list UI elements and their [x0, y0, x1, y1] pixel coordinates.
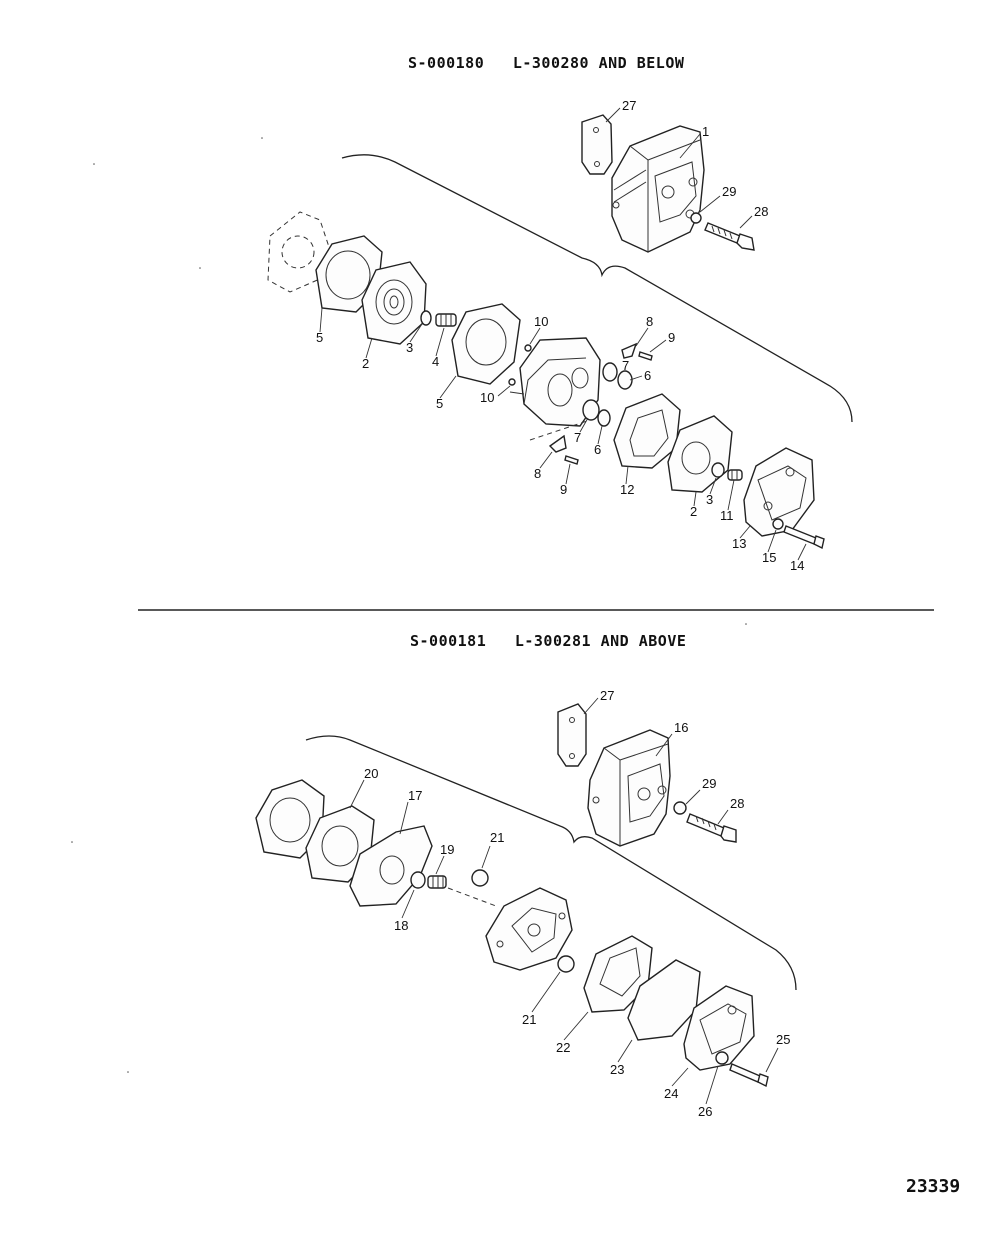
part-18-retainer [410, 871, 426, 889]
part-16-fuel-pump-assembly [587, 729, 671, 847]
part-3-retainer-right [711, 462, 725, 478]
part-9-screw-upper [638, 351, 653, 361]
part-14-screw [783, 525, 825, 550]
part-27-gasket-top [581, 114, 613, 175]
callout-5-center: 5 [436, 396, 443, 411]
bottom-bracket [305, 735, 797, 991]
callout-15: 15 [762, 550, 776, 565]
part-19-spring [427, 875, 447, 889]
part-6-valve-lower [597, 409, 611, 427]
callout-3-right: 3 [706, 492, 713, 507]
callout-8-upper: 8 [646, 314, 653, 329]
callout-28-bottom: 28 [730, 796, 744, 811]
part-29-washer-top [690, 212, 702, 224]
part-23-diaphragm [627, 959, 701, 1041]
top-bracket [341, 154, 853, 423]
callout-27-top: 27 [622, 98, 636, 113]
callout-18: 18 [394, 918, 408, 933]
part-15-washer [772, 518, 784, 530]
callout-27-bottom: 27 [600, 688, 614, 703]
callout-24: 24 [664, 1086, 678, 1101]
callout-8-lower: 8 [534, 466, 541, 481]
callout-29-top: 29 [722, 184, 736, 199]
callout-3-left: 3 [406, 340, 413, 355]
part-28-screw-top [704, 222, 755, 251]
part-4-spring [435, 313, 457, 327]
callout-7-upper: 7 [622, 358, 629, 373]
callouts-bottom: 27 16 29 28 20 17 19 21 18 21 22 23 24 2… [349, 688, 790, 1119]
callout-28-top: 28 [754, 204, 768, 219]
part-20-spacer [255, 779, 325, 859]
callout-5-left: 5 [316, 330, 323, 345]
part-6-valve-upper [617, 370, 633, 390]
part-24-cover [683, 985, 755, 1071]
callout-9-lower: 9 [560, 482, 567, 497]
callout-6-upper: 6 [644, 368, 651, 383]
callout-9-upper: 9 [668, 330, 675, 345]
part-13-cover [743, 447, 815, 537]
part-11-spring [727, 469, 743, 481]
callout-25: 25 [776, 1032, 790, 1047]
callout-29-bottom: 29 [702, 776, 716, 791]
pump-body-bottom [485, 887, 573, 971]
part-10-plug-lower [508, 378, 516, 386]
callout-2-left: 2 [362, 356, 369, 371]
callout-26: 26 [698, 1104, 712, 1119]
scan-specks [71, 137, 747, 1073]
callout-7-lower: 7 [574, 430, 581, 445]
part-2-diaphragm-left [361, 261, 427, 345]
part-7-valve-upper [602, 362, 618, 382]
part-28-screw-bottom [686, 813, 737, 843]
part-17-diaphragm [349, 825, 433, 907]
pump-body-center [509, 337, 601, 427]
callout-21-lower: 21 [522, 1012, 536, 1027]
figure-number: 23339 [906, 1176, 961, 1197]
callout-22: 22 [556, 1040, 570, 1055]
part-8-retainer-lower [548, 434, 567, 453]
part-21-plug-lower [557, 955, 575, 973]
part-25-screw [729, 1063, 769, 1088]
callout-11: 11 [720, 508, 734, 523]
callout-10-upper: 10 [534, 314, 548, 329]
part-9-screw-lower [564, 455, 579, 465]
callout-19: 19 [440, 842, 454, 857]
part-27-gasket-bottom [557, 703, 587, 767]
part-12-gasket [613, 393, 681, 469]
callout-10-lower: 10 [480, 390, 494, 405]
section-title-top: S-000180 L-300280 AND BELOW [408, 54, 685, 72]
callout-23: 23 [610, 1062, 624, 1077]
callout-12: 12 [620, 482, 634, 497]
callout-4: 4 [432, 354, 439, 369]
part-5-gasket-center [451, 303, 521, 385]
part-22-gasket [583, 935, 653, 1013]
callout-16: 16 [674, 720, 688, 735]
part-3-retainer-left [420, 310, 432, 326]
callout-14: 14 [790, 558, 804, 573]
callout-20: 20 [364, 766, 378, 781]
part-29-washer-bottom [673, 801, 687, 815]
part-8-retainer-upper [621, 342, 638, 359]
part-10-plug-upper [524, 344, 532, 352]
part-1-fuel-pump-assembly [611, 125, 705, 253]
section-title-bottom: S-000181 L-300281 AND ABOVE [410, 632, 687, 650]
part-21-plug-upper [471, 869, 489, 887]
part-7-valve-lower [582, 399, 600, 421]
callout-13: 13 [732, 536, 746, 551]
callout-21-upper: 21 [490, 830, 504, 845]
callout-1: 1 [702, 124, 709, 139]
part-26-washer [715, 1051, 729, 1065]
callout-17: 17 [408, 788, 422, 803]
callouts-top: 27 1 29 28 10 8 9 5 2 3 4 7 6 5 10 7 6 8… [316, 98, 807, 573]
callout-2-right: 2 [690, 504, 697, 519]
callout-6-lower: 6 [594, 442, 601, 457]
